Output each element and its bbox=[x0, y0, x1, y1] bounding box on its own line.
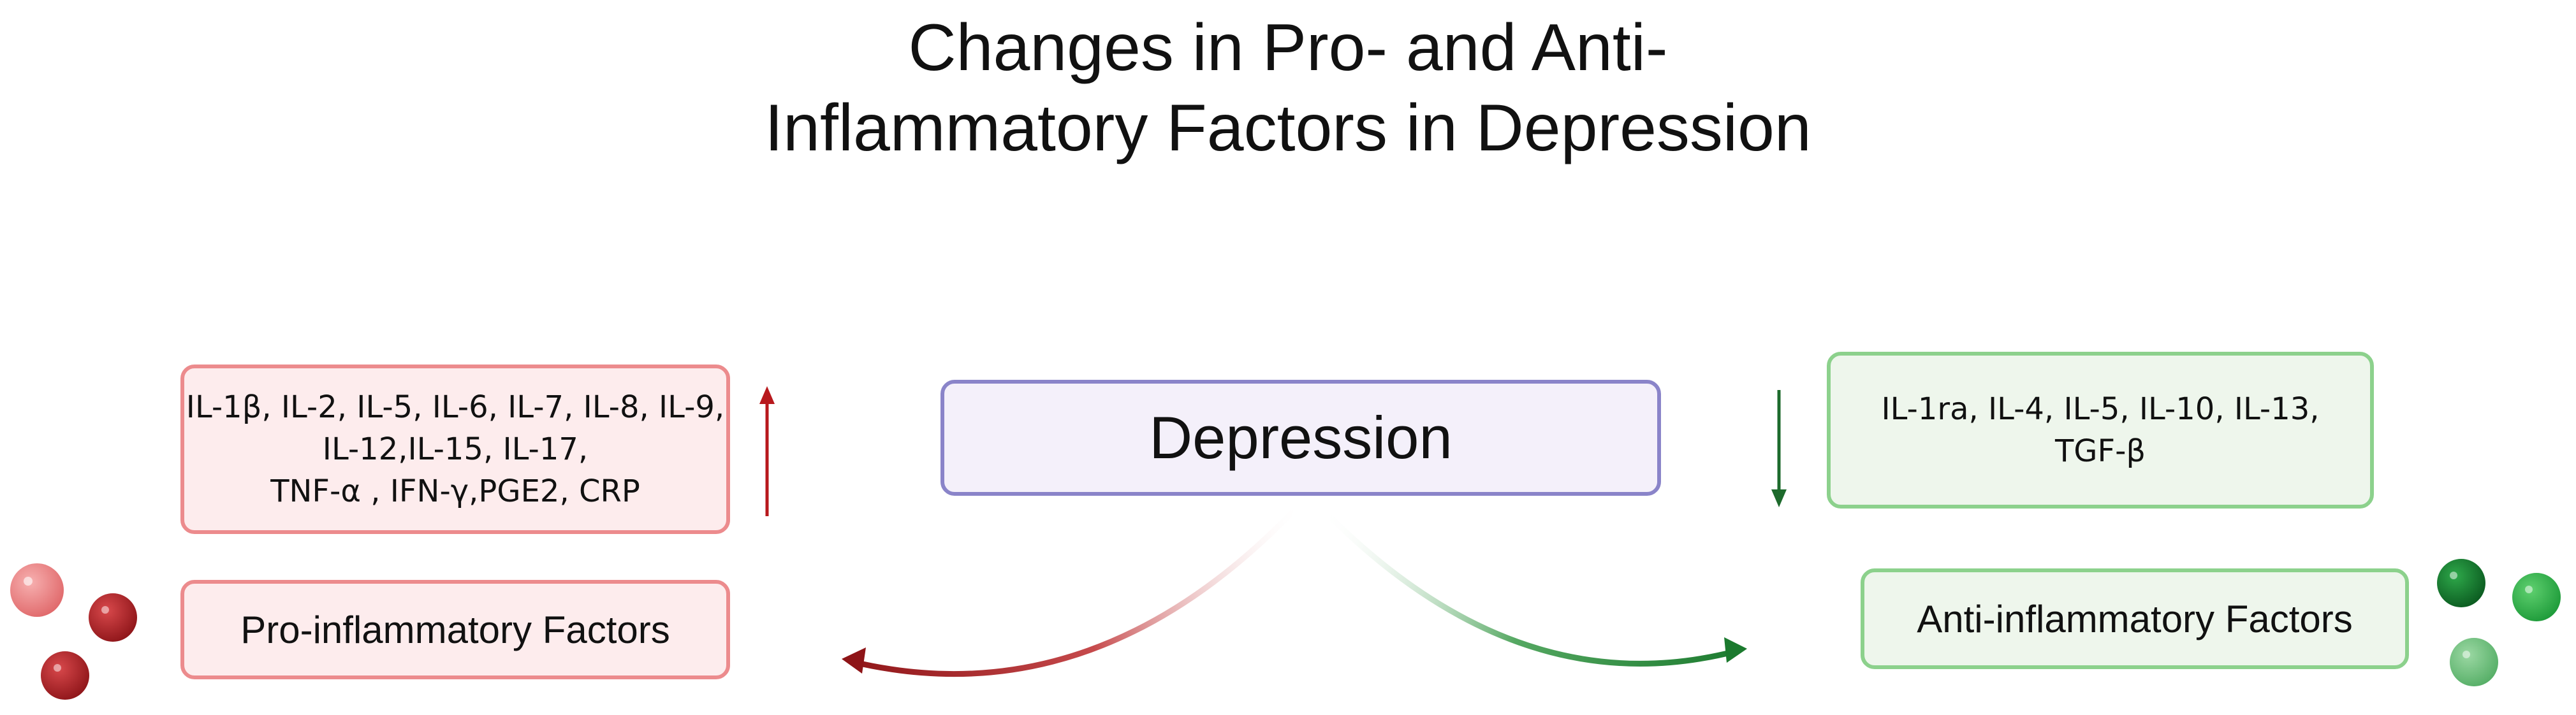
anti-inflammatory-label-box: Anti-inflammatory Factors bbox=[1861, 568, 2409, 669]
depression-label: Depression bbox=[1149, 404, 1453, 471]
molecule-pink-ball bbox=[10, 563, 64, 617]
depression-box: Depression bbox=[940, 380, 1661, 496]
pro-factors-line-1: IL-1β, IL-2, IL-5, IL-6, IL-7, IL-8, IL-… bbox=[186, 389, 725, 425]
decrease-arrow-head bbox=[1771, 489, 1787, 507]
molecule-green-ball bbox=[2512, 573, 2561, 621]
molecule-light-green-ball bbox=[2450, 638, 2498, 686]
arrow-head-anti bbox=[1724, 637, 1747, 663]
molecule-red-ball bbox=[41, 651, 89, 700]
pro-inflammatory-factors-list: IL-1β, IL-2, IL-5, IL-6, IL-7, IL-8, IL-… bbox=[180, 365, 730, 534]
arrow-to-pro-inflammatory bbox=[850, 501, 1303, 677]
pro-factors-line-3: TNF-α , IFN-γ,PGE2, CRP bbox=[270, 473, 640, 509]
anti-molecules bbox=[2437, 559, 2561, 686]
pro-molecules bbox=[10, 563, 137, 700]
title-line-1: Changes in Pro- and Anti- bbox=[908, 11, 1668, 85]
molecule-red-ball bbox=[89, 593, 137, 642]
anti-factors-line-2: TGF-β bbox=[2054, 433, 2146, 469]
anti-inflammatory-label: Anti-inflammatory Factors bbox=[1917, 597, 2353, 640]
title-line-2: Inflammatory Factors in Depression bbox=[765, 91, 1811, 165]
arrow-head-pro bbox=[842, 647, 866, 674]
diagram-title: Changes in Pro- and Anti- Inflammatory F… bbox=[650, 8, 1926, 168]
arrow-to-anti-inflammatory bbox=[1321, 507, 1737, 667]
anti-factors-line-1: IL-1ra, IL-4, IL-5, IL-10, IL-13, bbox=[1881, 391, 2320, 427]
anti-inflammatory-factors-list: IL-1ra, IL-4, IL-5, IL-10, IL-13, TGF-β bbox=[1827, 352, 2374, 509]
pro-inflammatory-label: Pro-inflammatory Factors bbox=[240, 608, 670, 651]
increase-arrow-head bbox=[759, 386, 775, 404]
molecule-dark-green-ball bbox=[2437, 559, 2485, 607]
pro-inflammatory-label-box: Pro-inflammatory Factors bbox=[180, 580, 730, 679]
pro-factors-line-2: IL-12,IL-15, IL-17, bbox=[322, 431, 589, 467]
